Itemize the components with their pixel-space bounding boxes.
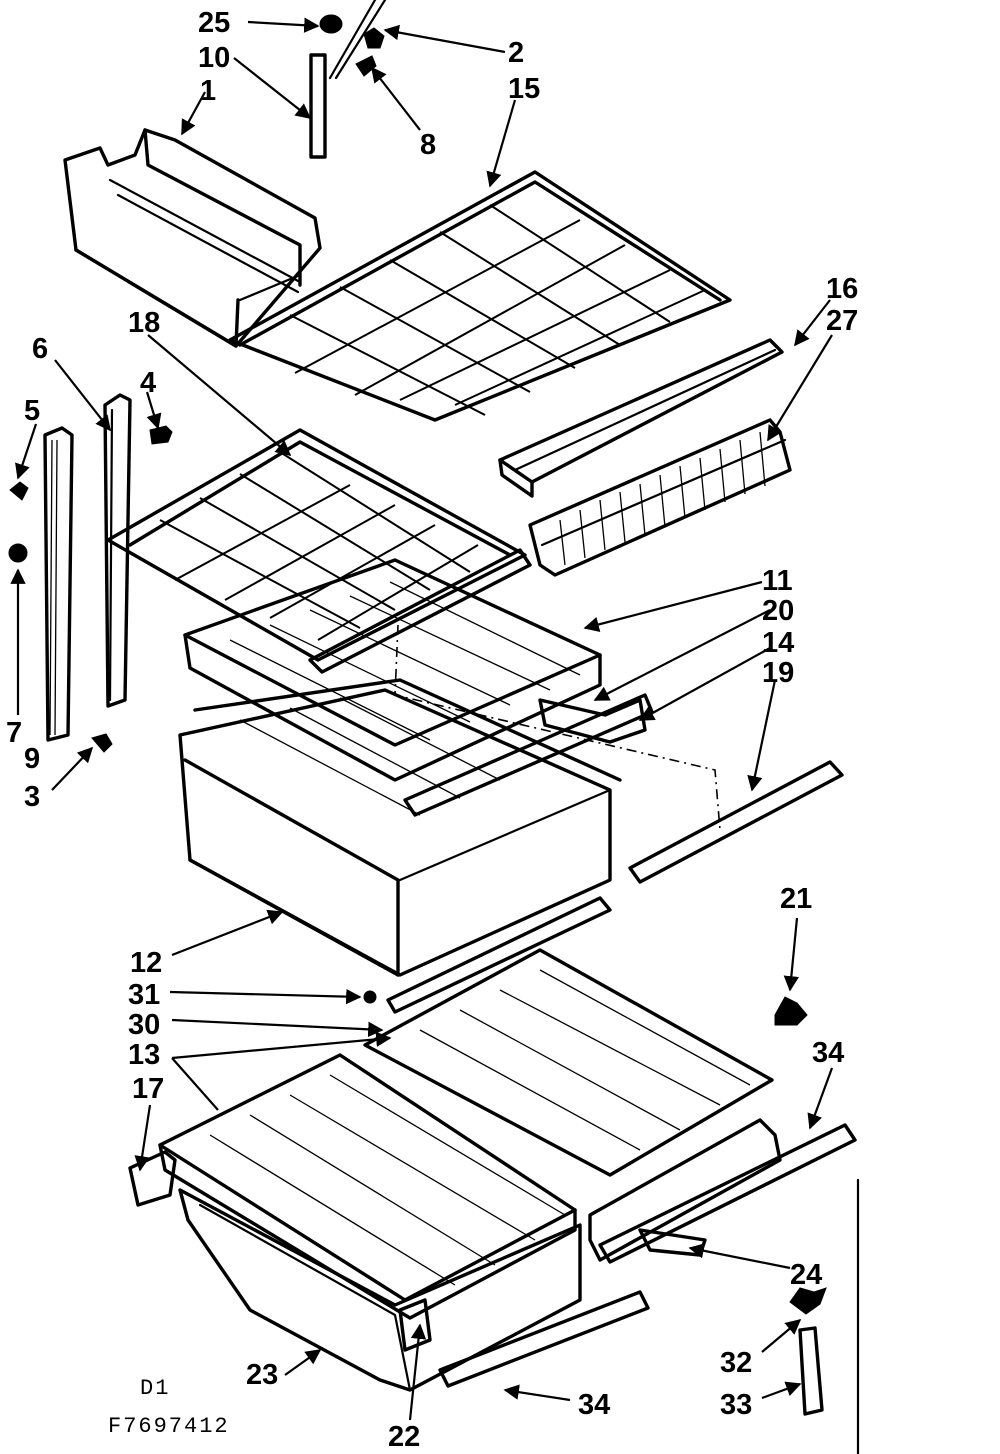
callout-34-bottom: 34 (578, 1389, 610, 1421)
part-27-basket (528, 418, 792, 577)
callout-23: 23 (246, 1359, 278, 1391)
leader-lines (10, 17, 834, 1421)
callout-1: 1 (200, 75, 216, 107)
callout-6: 6 (32, 333, 48, 365)
callout-9: 9 (24, 743, 40, 775)
callout-5: 5 (24, 395, 40, 427)
section-label: D1 (140, 1376, 170, 1401)
callout-30: 30 (128, 1009, 160, 1041)
part-13-cover-front (158, 1053, 577, 1320)
callout-8: 8 (420, 129, 436, 161)
callout-10: 10 (198, 42, 230, 74)
drawing-number: F7697412 (108, 1414, 230, 1439)
part-hardware-top (309, 0, 387, 159)
callout-22: 22 (388, 1421, 420, 1453)
callout-20: 20 (762, 595, 794, 627)
part-9-rail (43, 426, 74, 742)
part-1-bin (63, 128, 322, 348)
callout-31: 31 (128, 979, 160, 1011)
callout-25: 25 (198, 7, 230, 39)
part-31-screw (363, 990, 377, 1004)
callout-21: 21 (780, 883, 812, 915)
part-11-glass-shelf (183, 558, 602, 782)
part-23-drawer (178, 1188, 582, 1392)
part-13-cover-rear (363, 948, 774, 1177)
part-7-knob (8, 543, 28, 563)
part-17-bracket (128, 1150, 177, 1207)
part-20-rail (538, 698, 647, 744)
part-34-rail-right (598, 1123, 857, 1264)
callout-27: 27 (826, 305, 858, 337)
part-5-clip (9, 481, 29, 501)
part-18-shelf (106, 428, 532, 674)
part-32-cap (789, 1287, 827, 1315)
callout-11: 11 (762, 565, 793, 597)
part-21-knob (774, 996, 808, 1026)
callout-18: 18 (128, 307, 160, 339)
part-30-strip (386, 896, 612, 1014)
part-33-post (798, 1326, 824, 1416)
callout-19: 19 (762, 657, 794, 689)
part-3-clip (91, 733, 113, 753)
callout-15: 15 (508, 73, 540, 105)
callout-33: 33 (720, 1389, 752, 1421)
part-19-rod (628, 760, 844, 884)
callout-7: 7 (6, 717, 22, 749)
callout-4: 4 (140, 367, 156, 399)
callout-3: 3 (24, 781, 40, 813)
callout-14: 14 (762, 627, 794, 659)
callout-2: 2 (508, 37, 524, 69)
part-16-trim (498, 338, 784, 498)
callout-17: 17 (132, 1073, 164, 1105)
part-12-crisper (178, 678, 622, 977)
part-22-divider (398, 1298, 432, 1352)
callout-numbers: 25 10 1 2 15 8 16 27 18 6 4 5 11 20 14 1… (6, 7, 858, 1453)
part-34-rail-bottom (438, 1290, 650, 1388)
callout-34-right: 34 (812, 1037, 844, 1069)
callout-13: 13 (128, 1039, 160, 1071)
callout-12: 12 (130, 947, 162, 979)
part-4-clip (149, 425, 173, 445)
callout-24: 24 (790, 1259, 822, 1291)
part-15-shelf (228, 170, 732, 422)
callout-16: 16 (826, 273, 858, 305)
callout-32: 32 (720, 1347, 752, 1379)
